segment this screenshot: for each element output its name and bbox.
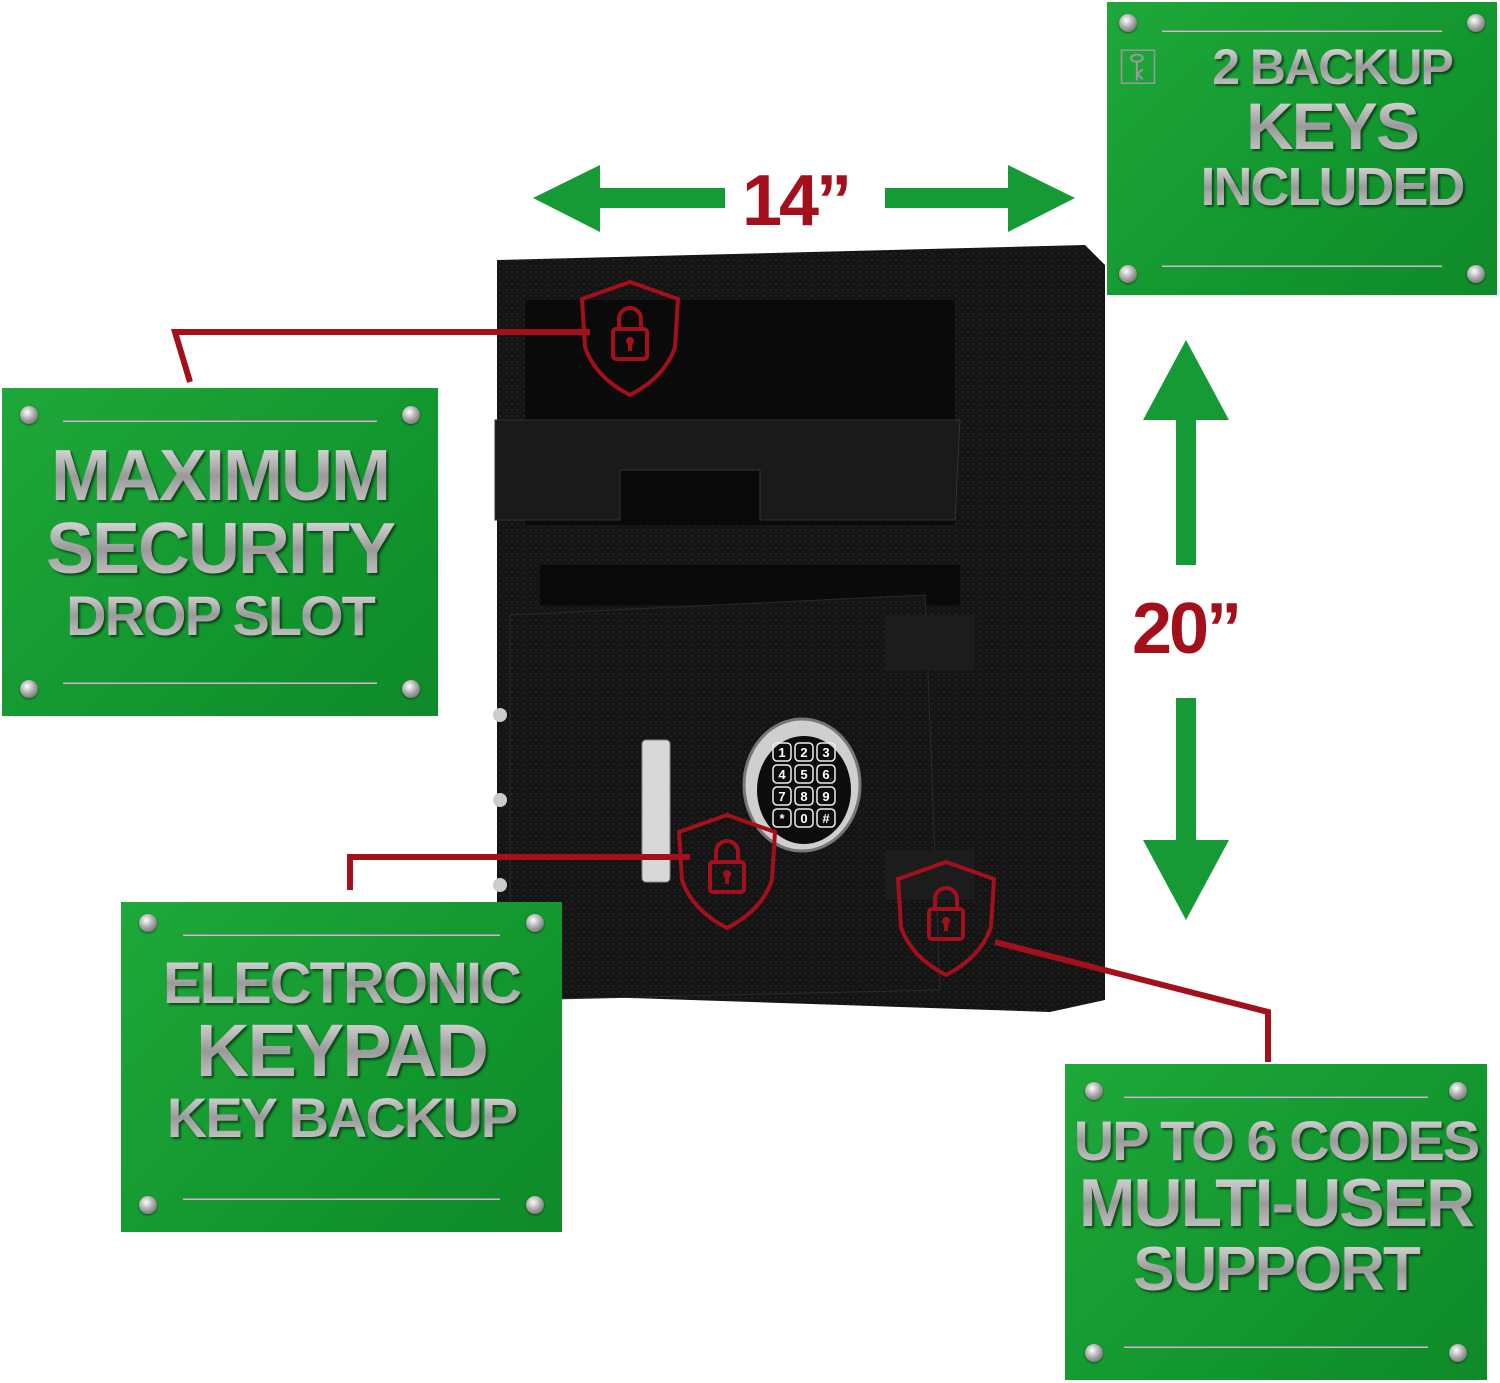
keypad-key-label: 6 [822,767,829,782]
height-dimension-label: 20” [1132,589,1242,669]
keypad-key-label: # [822,811,830,826]
keys-icon: ⚿ [1119,39,1158,95]
panel-text: 2 BACKUP [1177,42,1487,93]
keypad-key [816,808,836,828]
keypad-key-label: 3 [822,745,829,760]
keypad-key [772,786,792,806]
keypad-key-label: 8 [800,789,807,804]
lock-shield-icons [579,279,997,978]
keypad-key-label: 0 [800,811,807,826]
hinge-top [885,615,975,670]
keypad-key-label: 1 [778,745,785,760]
panel-text: KEYPAD [121,1013,562,1089]
keypad-key-label: 5 [800,767,807,782]
keypad-key [816,786,836,806]
panel-text: KEY BACKUP [121,1089,562,1146]
keypad-key [772,764,792,784]
panel-text: ELECTRONIC [121,954,562,1013]
keypad-key [794,786,814,806]
shield-lock-icon [676,812,778,931]
handle [641,739,671,883]
keypad-key [794,764,814,784]
keypad-key [816,742,836,762]
keypad-key [794,742,814,762]
keypad-key [794,808,814,828]
shield-lock-icon [579,279,681,398]
panel-text: DROP SLOT [2,587,438,644]
keypad-key [816,764,836,784]
panel-codes: UP TO 6 CODES MULTI-USER SUPPORT [1065,1064,1487,1380]
panel-text: MAXIMUM [2,439,438,513]
width-dimension-label: 14” [742,161,852,241]
panel-text: SUPPORT [1065,1238,1487,1301]
dimension-arrows [533,165,1229,920]
keypad-key-label: 9 [822,789,829,804]
keypad-key-label: * [779,811,785,826]
keypad-key-label: 4 [778,767,786,782]
panel-text: SECURITY [2,512,438,586]
panel-text: INCLUDED [1177,160,1487,215]
panel-keypad: ELECTRONIC KEYPAD KEY BACKUP [121,902,562,1232]
panel-drop-slot: MAXIMUM SECURITY DROP SLOT [2,388,438,716]
safe-door [509,594,941,1001]
shield-lock-icon [895,859,997,978]
keypad-key-label: 2 [800,745,807,760]
keypad-key-label: 7 [778,789,785,804]
panel-text: UP TO 6 CODES [1065,1112,1487,1169]
keypad-key [772,808,792,828]
panel-text: KEYS [1177,92,1487,160]
callout-lines [170,329,1271,1062]
safe-body [493,245,1105,1012]
panel-backup-keys: 2 BACKUP KEYS INCLUDED ⚿ [1107,2,1497,295]
keypad-key [772,742,792,762]
panel-text: MULTI-USER [1065,1168,1487,1238]
